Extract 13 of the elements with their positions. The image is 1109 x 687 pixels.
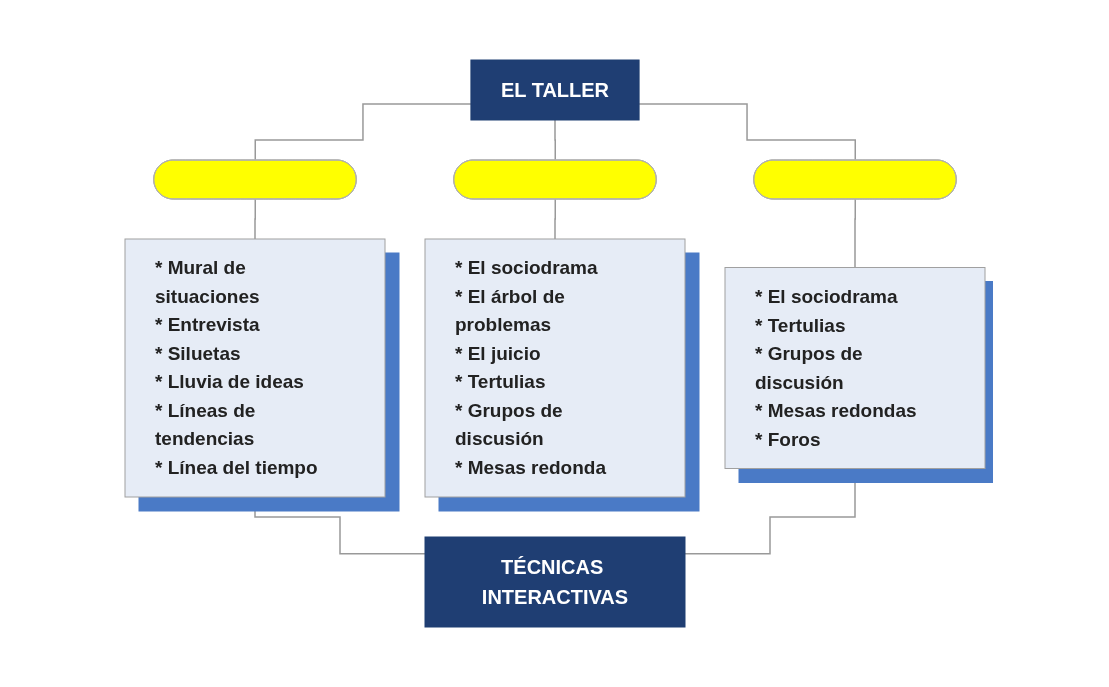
connector [254,103,472,162]
node-box: EL TALLER [469,59,640,121]
connector [253,496,426,555]
node-box: TÉCNICAS INTERACTIVAS [424,536,685,628]
connector [553,198,556,240]
connector [553,119,556,162]
connector [253,198,256,240]
connector [853,198,856,269]
node-box: * Mural de situaciones * Entrevista * Siluetas * Lluvia de ideas * Líneas de tendencias * Línea del tiempo [124,238,385,498]
node-box: * El sociodrama * El árbol de problemas * El juicio * Tertulias * Grupos de discusión * Mesas redonda [424,238,685,498]
connector [637,103,856,162]
node-box: * El sociodrama * Tertulias * Grupos de discusión * Mesas redondas * Foros [724,267,985,469]
connector [683,467,856,555]
